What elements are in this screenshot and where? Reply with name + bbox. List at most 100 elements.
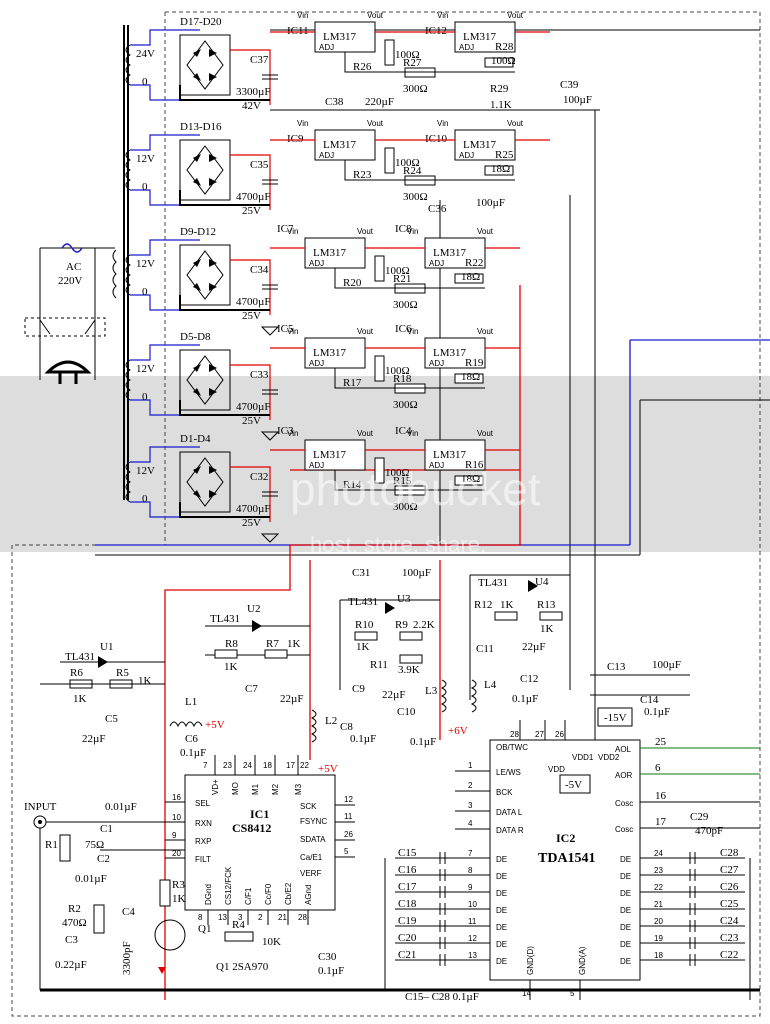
ic2-de-num: 8: [468, 866, 473, 875]
ic1-pin-number: 13: [218, 913, 227, 922]
filter-cap-voltage: 25V: [242, 310, 261, 322]
c4-val: 3300pF: [121, 941, 133, 975]
ic1-pin-name: Ca/E1: [300, 853, 323, 862]
resistor-ref: R19: [465, 357, 484, 369]
secondary-coil: [125, 44, 131, 86]
tl431-u3: TL431: [348, 596, 378, 608]
c12-ref: C12: [520, 673, 538, 685]
ic2-pin-name: DATA R: [496, 826, 524, 835]
c9-val: 22µF: [382, 689, 405, 701]
filter-cap-ref: C32: [250, 471, 268, 483]
ic2-de-num: 10: [468, 900, 477, 909]
regulator-part: LM317: [313, 347, 347, 359]
ac-label: AC: [66, 261, 81, 273]
filter-cap-voltage: 25V: [242, 517, 261, 529]
regulator-vout: Vout: [357, 327, 374, 336]
ic2-de-num: 19: [654, 934, 663, 943]
winding-voltage: 12V: [136, 363, 155, 375]
ic2-de-left: DE: [496, 906, 507, 915]
resistor-ref: R20: [343, 277, 362, 289]
minus5v-box: [559, 774, 591, 794]
divider-resistor: [374, 457, 385, 484]
winding-voltage: 12V: [136, 465, 155, 477]
r8-ref: R8: [225, 638, 238, 650]
de-cap-left: C15: [398, 847, 417, 859]
ic1-pin-name: Cc/F0: [264, 883, 273, 905]
ic1-pin-number: 28: [298, 913, 307, 922]
filter-cap-value: 3300µF: [236, 86, 270, 98]
l4-ref: L4: [484, 679, 497, 691]
filter-cap-value: 4700µF: [236, 401, 270, 413]
ic2-de-num: 22: [654, 883, 663, 892]
c6-ref: C6: [185, 733, 198, 745]
ic1-pin-name: DGnd: [204, 884, 213, 905]
ic2-pin-name: BCK: [496, 788, 513, 797]
tl431-u4: TL431: [478, 577, 508, 589]
ic2-pin-number: 27: [535, 730, 544, 739]
c11-ref: C11: [476, 643, 494, 655]
de-cap-right: C22: [720, 949, 738, 961]
c14-ref: C14: [640, 694, 659, 706]
bridge-rectifier: [179, 349, 231, 411]
regulator-adj: ADJ: [459, 151, 474, 160]
regulator-adj: ADJ: [429, 259, 444, 268]
ic1-pin-number: 10: [172, 813, 181, 822]
filter-cap-ref: C34: [250, 264, 269, 276]
r9-val: 2.2K: [413, 619, 435, 631]
r12-val: 1K: [500, 599, 514, 611]
secondary-coil: [125, 149, 131, 191]
ic2-pin-number: 25: [655, 736, 667, 748]
c13-val: 100µF: [652, 659, 681, 671]
watermark-subtext: host. store. share.: [310, 532, 486, 557]
ic2-pin-name: AOR: [615, 771, 633, 780]
regulator-ref: IC4: [395, 425, 412, 437]
filter-cap-ref: C35: [250, 159, 269, 171]
lm317-regulator: [304, 237, 366, 269]
ic2-de-right: DE: [620, 872, 631, 881]
u2-ref: U2: [247, 603, 260, 615]
ic1-pin-number: 21: [278, 913, 287, 922]
regulator-vout: Vout: [367, 11, 384, 20]
ic1-pin-number: 3: [238, 913, 243, 922]
bridge-rectifier: [179, 139, 231, 201]
resistor-ref: R24: [403, 165, 422, 177]
r7-ref: R7: [266, 638, 279, 650]
bridge-label: D13-D16: [180, 121, 222, 133]
bridge-label: D17-D20: [180, 16, 222, 28]
resistor-ref: R29: [490, 83, 509, 95]
ic2-de-num: 24: [654, 849, 663, 858]
resistor-ref: R25: [495, 149, 514, 161]
lm317-regulator: [424, 337, 486, 369]
ic2-gnd-d: GND(D): [526, 946, 535, 975]
r5-val: 1K: [138, 675, 152, 687]
resistor-value: 18Ω: [461, 371, 480, 383]
de-cap-right: C26: [720, 881, 739, 893]
tl431-u2: TL431: [210, 613, 240, 625]
ic1-pin-name: AGnd: [304, 885, 313, 905]
r11-ref: R11: [370, 659, 388, 671]
ic1-pin-number: 20: [172, 849, 181, 858]
regulator-adj: ADJ: [429, 359, 444, 368]
ic1-pin-name: VERF: [300, 869, 321, 878]
ic2-de-left: DE: [496, 855, 507, 864]
bridge-label: D9-D12: [180, 226, 216, 238]
ic1-pin-name: RXN: [195, 819, 212, 828]
ic2-pin-name: OB/TWC: [496, 743, 528, 752]
regulator-ref: IC3: [277, 425, 294, 437]
c30-ref: C30: [318, 951, 337, 963]
c12-val: 0.1µF: [512, 693, 538, 705]
ic1-pin-number: 12: [344, 795, 353, 804]
input-label: INPUT: [24, 801, 57, 813]
resistor-value: 18Ω: [461, 271, 480, 283]
secondary-sections: 24V0D17-D20C373300µF42V12V0D13-D16C35470…: [125, 16, 279, 543]
regulator-vin: Vin: [287, 227, 298, 236]
watermark-text: photobucket: [290, 463, 541, 515]
regulator-vout: Vout: [507, 119, 524, 128]
de-cap-left: C21: [398, 949, 416, 961]
output-cap-value: 100µF: [476, 197, 505, 209]
filter-cap-voltage: 42V: [242, 100, 261, 112]
divider-resistor: [384, 39, 395, 66]
